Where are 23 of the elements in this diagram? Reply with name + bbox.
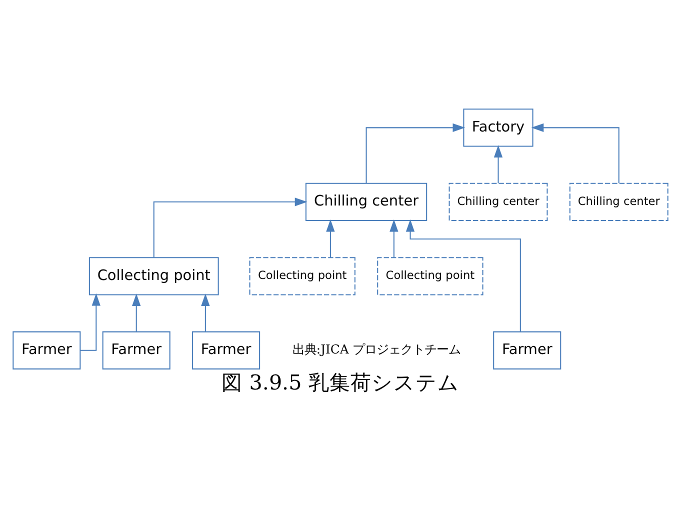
arrow <box>366 122 466 183</box>
node-box: Farmer <box>493 330 562 369</box>
node-box: Factory <box>463 108 534 146</box>
label: 出典:JICA プロジェクトチーム <box>292 342 461 356</box>
node-box: Chilling center <box>305 182 428 220</box>
node-box: Chilling center <box>448 182 548 220</box>
arrow <box>326 218 335 257</box>
node-box: Collecting point <box>249 256 356 295</box>
node-box: Farmer <box>102 330 170 369</box>
node-box: Farmer <box>192 330 260 369</box>
node-box: Collecting point <box>377 256 484 295</box>
arrow <box>494 144 503 183</box>
arrow <box>80 292 100 350</box>
arrow <box>201 293 210 332</box>
node-box: Collecting point <box>88 256 219 295</box>
arrow <box>406 218 521 331</box>
caption: 図 3.9.5 乳集荷システム <box>222 370 460 394</box>
arrow <box>531 122 620 183</box>
node-box: Farmer <box>12 330 81 369</box>
arrow <box>132 293 141 332</box>
arrow <box>390 218 398 257</box>
arrow <box>153 197 308 257</box>
node-box: Chilling center <box>569 182 668 220</box>
